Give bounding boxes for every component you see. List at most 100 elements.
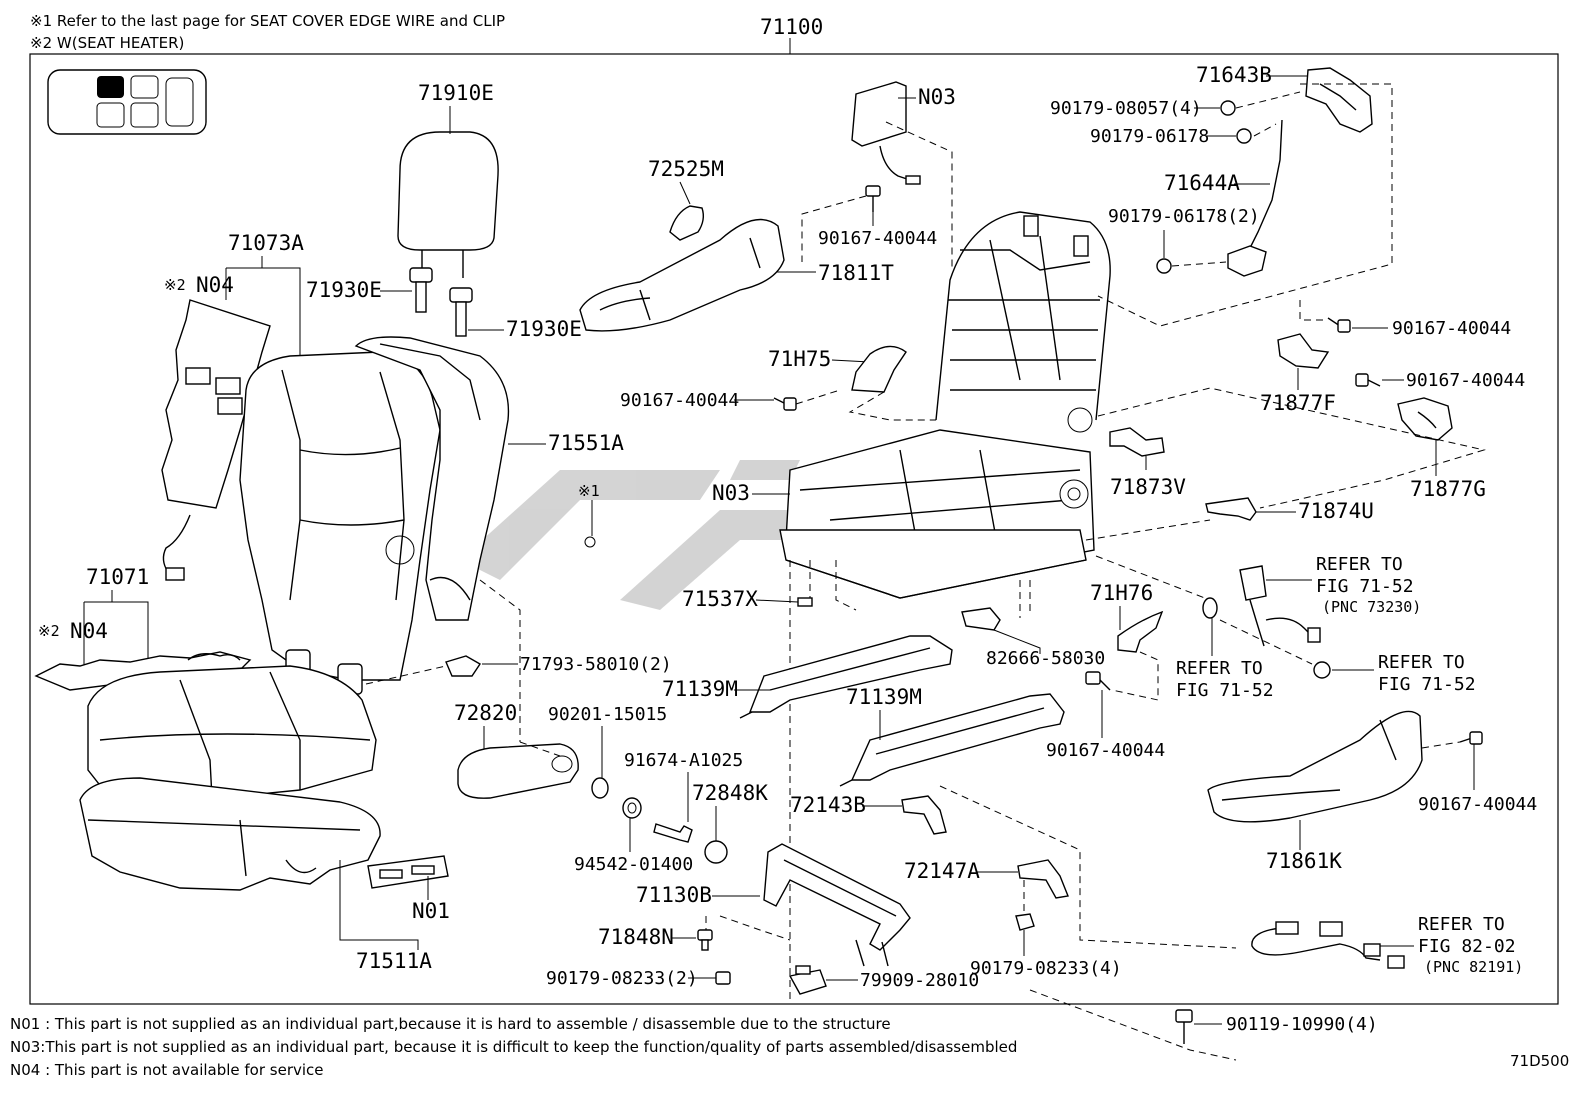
clip-71793-part[interactable] bbox=[445, 655, 481, 677]
headrest-support-part[interactable] bbox=[409, 267, 473, 337]
label-90201: 90201-15015 bbox=[548, 704, 667, 725]
bracket-82666-part[interactable] bbox=[961, 607, 1001, 631]
label-71861K: 71861K bbox=[1266, 849, 1342, 873]
refer-71-52-b-line1: REFER TO bbox=[1176, 658, 1263, 679]
label-71793: 71793-58010(2) bbox=[520, 654, 672, 675]
bracket-72143B-part[interactable] bbox=[901, 795, 947, 835]
screw-icon[interactable] bbox=[773, 397, 797, 411]
label-71848N: 71848N bbox=[598, 925, 674, 949]
label-71130B: 71130B bbox=[636, 883, 712, 907]
seat-icon bbox=[165, 77, 194, 127]
cushion-pad-part[interactable] bbox=[79, 777, 381, 891]
seatback-cover-part[interactable] bbox=[354, 336, 510, 621]
label-90167-a: 90167-40044 bbox=[818, 228, 937, 249]
screw-icon[interactable] bbox=[865, 185, 881, 212]
label-71073A: 71073A bbox=[228, 231, 304, 255]
side-module-part[interactable] bbox=[851, 81, 921, 185]
cover-71877G-part[interactable] bbox=[1397, 397, 1453, 441]
bolt-91674-part[interactable] bbox=[653, 823, 693, 843]
washer-ref-part[interactable] bbox=[1202, 597, 1218, 619]
nut-icon[interactable] bbox=[1156, 258, 1172, 274]
label-71873V: 71873V bbox=[1110, 475, 1186, 499]
label-n03-top: N03 bbox=[918, 85, 956, 109]
nut-94542-part[interactable] bbox=[622, 797, 642, 819]
refer-71-52-c-line2: FIG 71-52 bbox=[1378, 674, 1476, 695]
label-71877F: 71877F bbox=[1260, 391, 1336, 415]
clip-71537X-part[interactable] bbox=[797, 597, 813, 607]
connector-79909-part[interactable] bbox=[788, 965, 827, 995]
screw-icon[interactable] bbox=[1355, 373, 1381, 387]
seat-position-pictogram bbox=[47, 69, 207, 135]
back-heater-mat-part[interactable] bbox=[161, 299, 271, 581]
nut-90179-part[interactable] bbox=[715, 971, 731, 985]
seat-rail-upper-part[interactable] bbox=[739, 635, 953, 719]
nut-ref-part[interactable] bbox=[1313, 661, 1331, 679]
seat-rail-lower-part[interactable] bbox=[839, 693, 1065, 787]
cushion-cover-part[interactable] bbox=[87, 665, 377, 801]
refer-71-52-b-line2: FIG 71-52 bbox=[1176, 680, 1274, 701]
refer-82-02-line1: REFER TO bbox=[1418, 914, 1505, 935]
label-91674: 91674-A1025 bbox=[624, 750, 743, 771]
cap-72848K-part[interactable] bbox=[704, 840, 728, 864]
label-79909: 79909-28010 bbox=[860, 970, 979, 991]
label-71H75: 71H75 bbox=[768, 347, 831, 371]
header-note-1: ※1 Refer to the last page for SEAT COVER… bbox=[30, 12, 505, 30]
screw-icon[interactable] bbox=[1459, 731, 1483, 745]
release-cable-part[interactable] bbox=[1227, 119, 1283, 277]
screw-icon[interactable] bbox=[1085, 671, 1111, 691]
knob-cover-part[interactable] bbox=[669, 205, 705, 241]
bolt-71848N-part[interactable] bbox=[697, 929, 713, 951]
assembly-number: 71100 bbox=[760, 15, 823, 39]
label-90179-08233-4: 90179-08233(4) bbox=[970, 958, 1122, 979]
edge-clip-icon[interactable] bbox=[584, 536, 596, 548]
seat-side-cover-outer-part[interactable] bbox=[1207, 710, 1423, 823]
label-90119: 90119-10990(4) bbox=[1226, 1014, 1378, 1035]
label-n04-top: N04 bbox=[196, 273, 234, 297]
label-82666: 82666-58030 bbox=[986, 648, 1105, 669]
diagram-frame bbox=[29, 53, 1559, 1005]
nut-90179-4-part[interactable] bbox=[1015, 913, 1035, 931]
cover-71877F-part[interactable] bbox=[1277, 333, 1330, 369]
seat-side-cover-inner-part[interactable] bbox=[579, 218, 785, 332]
headrest-part[interactable] bbox=[397, 131, 499, 278]
bolt-90119-part[interactable] bbox=[1175, 1009, 1193, 1044]
bracket-71H76-part[interactable] bbox=[1117, 610, 1164, 653]
seatbelt-buckle-part[interactable] bbox=[1239, 565, 1321, 647]
selected-seat-icon bbox=[97, 76, 124, 98]
diagram-code: 71D500 bbox=[1510, 1052, 1569, 1070]
wire-harness-part[interactable] bbox=[1251, 921, 1405, 969]
refer-71-52-a-line1: REFER TO bbox=[1316, 554, 1403, 575]
screw-icon[interactable] bbox=[1327, 317, 1351, 333]
armrest-part[interactable] bbox=[457, 743, 579, 799]
washer-90201-part[interactable] bbox=[591, 777, 609, 799]
bracket-72147A-part[interactable] bbox=[1017, 859, 1069, 899]
label-90179-08233-2: 90179-08233(2) bbox=[546, 968, 698, 989]
refer-82-02-line2: FIG 82-02 bbox=[1418, 936, 1516, 957]
pnc-82191: (PNC 82191) bbox=[1424, 958, 1523, 976]
label-71071: 71071 bbox=[86, 565, 149, 589]
nut-icon[interactable] bbox=[1220, 100, 1236, 116]
seat-icon bbox=[96, 102, 125, 128]
footer-note-n04: N04 : This part is not available for ser… bbox=[10, 1061, 324, 1079]
seatback-pad-part[interactable] bbox=[239, 351, 441, 695]
label-71139M-b: 71139M bbox=[846, 685, 922, 709]
label-90167-d: 90167-40044 bbox=[1406, 370, 1525, 391]
recliner-cover-part[interactable] bbox=[1305, 67, 1373, 133]
label-90167-f: 90167-40044 bbox=[1418, 794, 1537, 815]
label-n01: N01 bbox=[412, 899, 450, 923]
bracket-71H75-part[interactable] bbox=[851, 345, 907, 393]
label-71930E-a: 71930E bbox=[306, 278, 382, 302]
nut-icon[interactable] bbox=[1236, 128, 1252, 144]
bracket-71873V-part[interactable] bbox=[1109, 427, 1165, 457]
label-90179-08057: 90179-08057(4) bbox=[1050, 98, 1202, 119]
label-71811T: 71811T bbox=[818, 261, 894, 285]
seat-frame-part[interactable] bbox=[779, 211, 1111, 599]
bracket-71874U-part[interactable] bbox=[1205, 497, 1257, 521]
label-72143B: 72143B bbox=[790, 793, 866, 817]
seat-adjuster-base-part[interactable] bbox=[763, 843, 911, 967]
label-71551A: 71551A bbox=[548, 431, 624, 455]
label-72820: 72820 bbox=[454, 701, 517, 725]
n01-trim-part[interactable] bbox=[367, 855, 449, 889]
label-71930E-b: 71930E bbox=[506, 317, 582, 341]
